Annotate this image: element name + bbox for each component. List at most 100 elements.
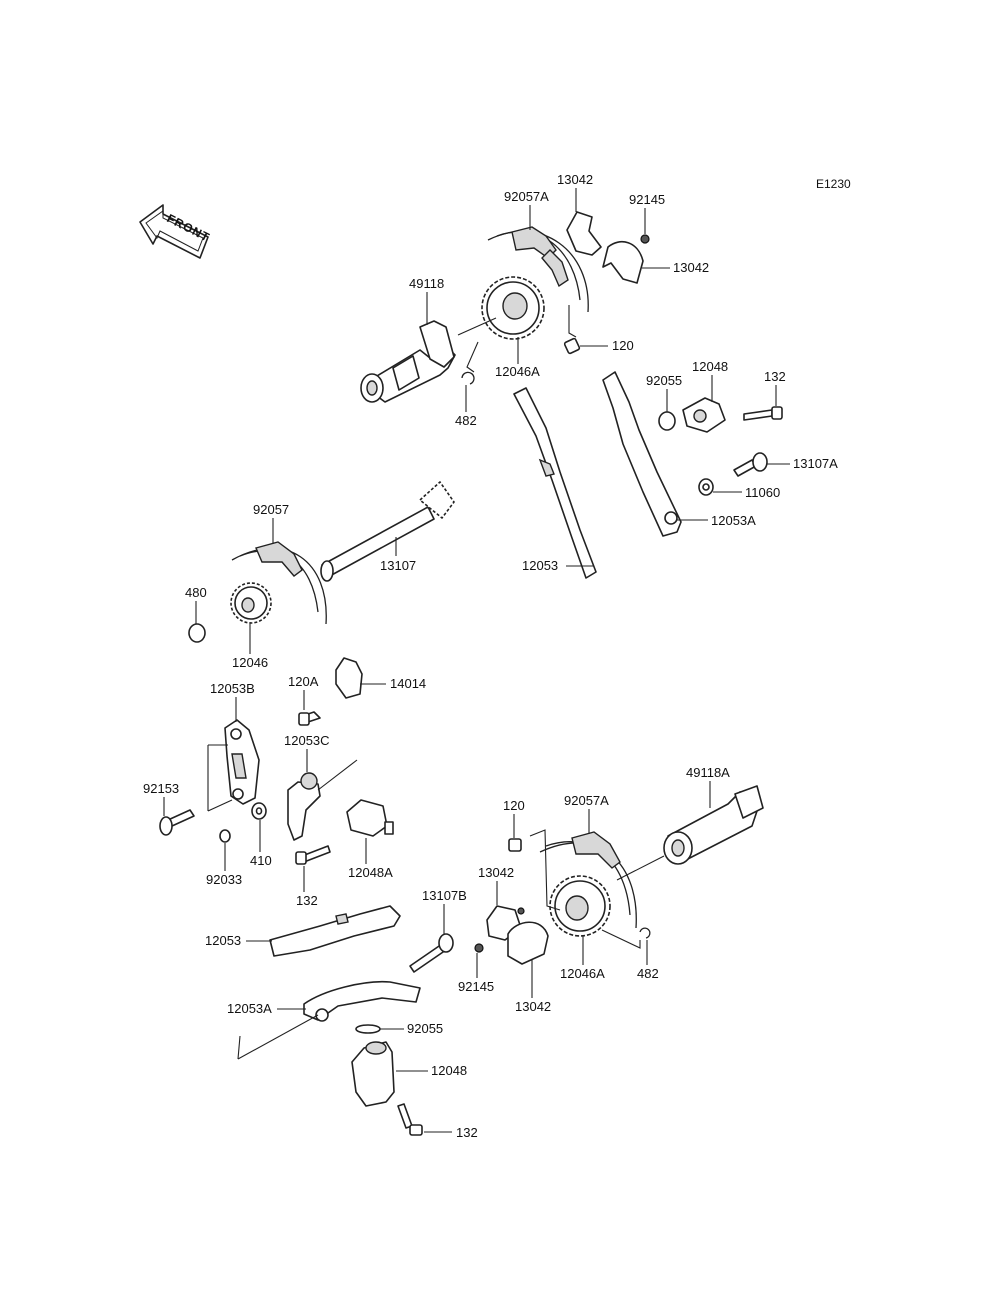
- svg-text:13107B: 13107B: [422, 888, 467, 903]
- callout-12048-bottom: 12048: [396, 1063, 467, 1078]
- callout-482-bottom: 482: [637, 940, 659, 981]
- callout-482-top: 482: [455, 385, 477, 428]
- washer-92033: [219, 829, 231, 843]
- callout-120a: 120A: [288, 674, 319, 710]
- callout-12053c: 12053C: [284, 733, 330, 772]
- front-arrow-icon: FRONT: [139, 204, 212, 259]
- callout-12053-top: 12053: [522, 558, 594, 573]
- callout-13042-bottom: 13042: [515, 960, 551, 1014]
- chain-guide-12053-top: [513, 387, 597, 579]
- callout-120-top: 120: [580, 338, 634, 353]
- decompressor-weight-13042-bottom: [486, 905, 549, 965]
- svg-text:92057: 92057: [253, 502, 289, 517]
- bolt-120a: [298, 711, 321, 726]
- svg-text:13042: 13042: [478, 865, 514, 880]
- svg-text:49118A: 49118A: [686, 765, 730, 780]
- callout-12048-top: 12048: [692, 359, 728, 402]
- pivot-bolt-13107b: [409, 933, 454, 973]
- svg-text:13042: 13042: [515, 999, 551, 1014]
- callout-132-top: 132: [764, 369, 786, 406]
- bolt-132-mid: [295, 845, 331, 865]
- callout-120-bottom: 120: [503, 798, 525, 838]
- washer-410: [251, 802, 267, 820]
- svg-text:12046A: 12046A: [560, 966, 605, 981]
- callout-12053b: 12053B: [210, 681, 255, 722]
- shaft-13107: [320, 481, 455, 582]
- bracket-14014: [335, 657, 363, 699]
- decompressor-weight-13042: [566, 211, 644, 284]
- diagram-code: E1230: [816, 177, 851, 191]
- svg-text:12053B: 12053B: [210, 681, 255, 696]
- bolt-92153: [159, 809, 195, 836]
- callout-14014: 14014: [360, 676, 426, 691]
- pivot-bolt-13107a: [733, 452, 768, 477]
- circlip-482-top: [461, 371, 475, 385]
- callout-13042-top: 13042: [557, 172, 593, 212]
- svg-text:410: 410: [250, 853, 272, 868]
- svg-text:14014: 14014: [390, 676, 426, 691]
- callout-12053a-bottom: 12053A: [227, 1001, 306, 1016]
- chain-92057a-bottom: [539, 831, 637, 929]
- svg-text:92145: 92145: [458, 979, 494, 994]
- gear-12046: [230, 582, 272, 624]
- svg-text:12046: 12046: [232, 655, 268, 670]
- bolt-120-top: [563, 337, 581, 355]
- callout-92153: 92153: [143, 781, 179, 816]
- cam-chain-92057a-top: [487, 226, 589, 313]
- chain-guide-12053-bottom: [269, 905, 401, 957]
- tensioner-12048-top: [682, 397, 726, 433]
- callout-92145-top: 92145: [629, 192, 665, 234]
- svg-text:92033: 92033: [206, 872, 242, 887]
- chain-guide-12053b: [224, 719, 260, 805]
- svg-text:12053C: 12053C: [284, 733, 330, 748]
- svg-text:13042: 13042: [673, 260, 709, 275]
- svg-text:12048: 12048: [692, 359, 728, 374]
- callout-92057a-bottom: 92057A: [564, 793, 609, 834]
- callout-12046a-bottom: 12046A: [560, 936, 605, 981]
- callout-92057: 92057: [253, 502, 289, 544]
- callout-12048a: 12048A: [348, 838, 393, 880]
- camshaft-49118a: [663, 785, 764, 865]
- bolt-132-top: [743, 406, 783, 421]
- callout-92057a-top: 92057A: [504, 189, 549, 230]
- svg-text:92055: 92055: [407, 1021, 443, 1036]
- svg-text:482: 482: [637, 966, 659, 981]
- svg-text:12053A: 12053A: [711, 513, 756, 528]
- svg-text:92057A: 92057A: [564, 793, 609, 808]
- tensioner-12048-bottom: [351, 1041, 395, 1107]
- callout-12046: 12046: [232, 622, 268, 670]
- callout-480: 480: [185, 585, 207, 624]
- svg-text:132: 132: [456, 1125, 478, 1140]
- svg-text:92057A: 92057A: [504, 189, 549, 204]
- svg-text:132: 132: [764, 369, 786, 384]
- svg-text:120A: 120A: [288, 674, 319, 689]
- chain-tensioner-guide-12053a-top: [602, 371, 682, 537]
- o-ring-92055-bottom: [355, 1024, 381, 1034]
- callout-132-mid: 132: [296, 866, 318, 908]
- spring-92145-bottom: [474, 943, 484, 953]
- svg-text:132: 132: [296, 893, 318, 908]
- svg-text:120: 120: [503, 798, 525, 813]
- camshaft-49118: [360, 320, 456, 403]
- tensioner-12048a: [346, 799, 394, 837]
- svg-text:12048: 12048: [431, 1063, 467, 1078]
- callout-13107b: 13107B: [422, 888, 467, 934]
- washer-11060: [698, 478, 714, 496]
- callout-13107: 13107: [380, 537, 416, 573]
- svg-text:13042: 13042: [557, 172, 593, 187]
- callout-49118a: 49118A: [686, 765, 730, 808]
- o-ring-92055-top: [658, 411, 676, 431]
- callout-132-bottom: 132: [424, 1125, 478, 1140]
- svg-text:12053: 12053: [522, 558, 558, 573]
- callout-13107a: 13107A: [767, 456, 838, 471]
- svg-text:12053A: 12053A: [227, 1001, 272, 1016]
- callout-11060: 11060: [713, 485, 780, 500]
- bolt-120-bottom: [508, 838, 522, 852]
- svg-text:12053: 12053: [205, 933, 241, 948]
- svg-text:92055: 92055: [646, 373, 682, 388]
- bolt-132-bottom: [397, 1103, 423, 1136]
- svg-text:12046A: 12046A: [495, 364, 540, 379]
- callout-49118: 49118: [409, 276, 444, 325]
- callout-92055-bottom: 92055: [380, 1021, 443, 1036]
